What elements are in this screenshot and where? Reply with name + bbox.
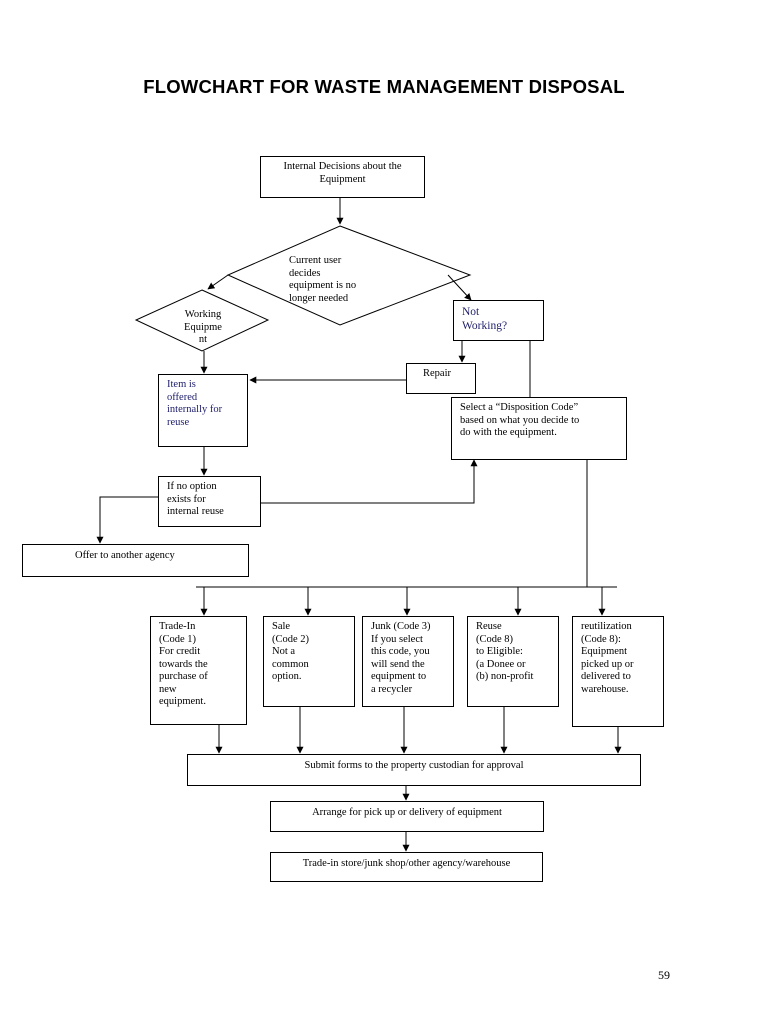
destinations-box: Trade-in store/junk shop/other agency/wa…	[270, 852, 543, 882]
arrow-nooption-to-agency	[96, 496, 158, 544]
not-working-box: Not Working?	[453, 300, 544, 341]
arrow-nooption-to-disposition	[261, 459, 478, 504]
item-offered-box: Item is offered internally for reuse	[158, 374, 248, 447]
working-equipment-text: Working Equipme nt	[184, 309, 222, 345]
repair-box: Repair	[406, 363, 476, 394]
offer-agency-box: Offer to another agency	[22, 544, 249, 577]
submit-forms-box: Submit forms to the property custodian f…	[187, 754, 641, 786]
internal-decisions-box: Internal Decisions about the Equipment	[260, 156, 425, 198]
no-option-box: If no option exists for internal reuse	[158, 476, 261, 527]
page-number: 59	[658, 968, 670, 982]
disposition-code-box: Select a “Disposition Code” based on wha…	[451, 397, 627, 460]
sale-box: Sale (Code 2) Not a common option.	[263, 616, 355, 707]
reuse-box: Reuse (Code 8) to Eligible: (a Donee or …	[467, 616, 559, 707]
reutilization-box: reutilization (Code 8): Equipment picked…	[572, 616, 664, 727]
arrange-pickup-box: Arrange for pick up or delivery of equip…	[270, 801, 544, 832]
arrow-diamond-to-notworking	[447, 274, 472, 301]
arrow-diamond-to-working	[207, 274, 229, 290]
current-user-diamond	[226, 225, 472, 326]
page-title: FLOWCHART FOR WASTE MANAGEMENT DISPOSAL	[143, 76, 625, 97]
trade-in-box: Trade-In (Code 1) For credit towards the…	[150, 616, 247, 725]
junk-box: Junk (Code 3) If you select this code, y…	[362, 616, 454, 707]
working-equipment-diamond	[134, 289, 270, 352]
current-user-text: Current user decides equipment is no lon…	[289, 255, 357, 304]
